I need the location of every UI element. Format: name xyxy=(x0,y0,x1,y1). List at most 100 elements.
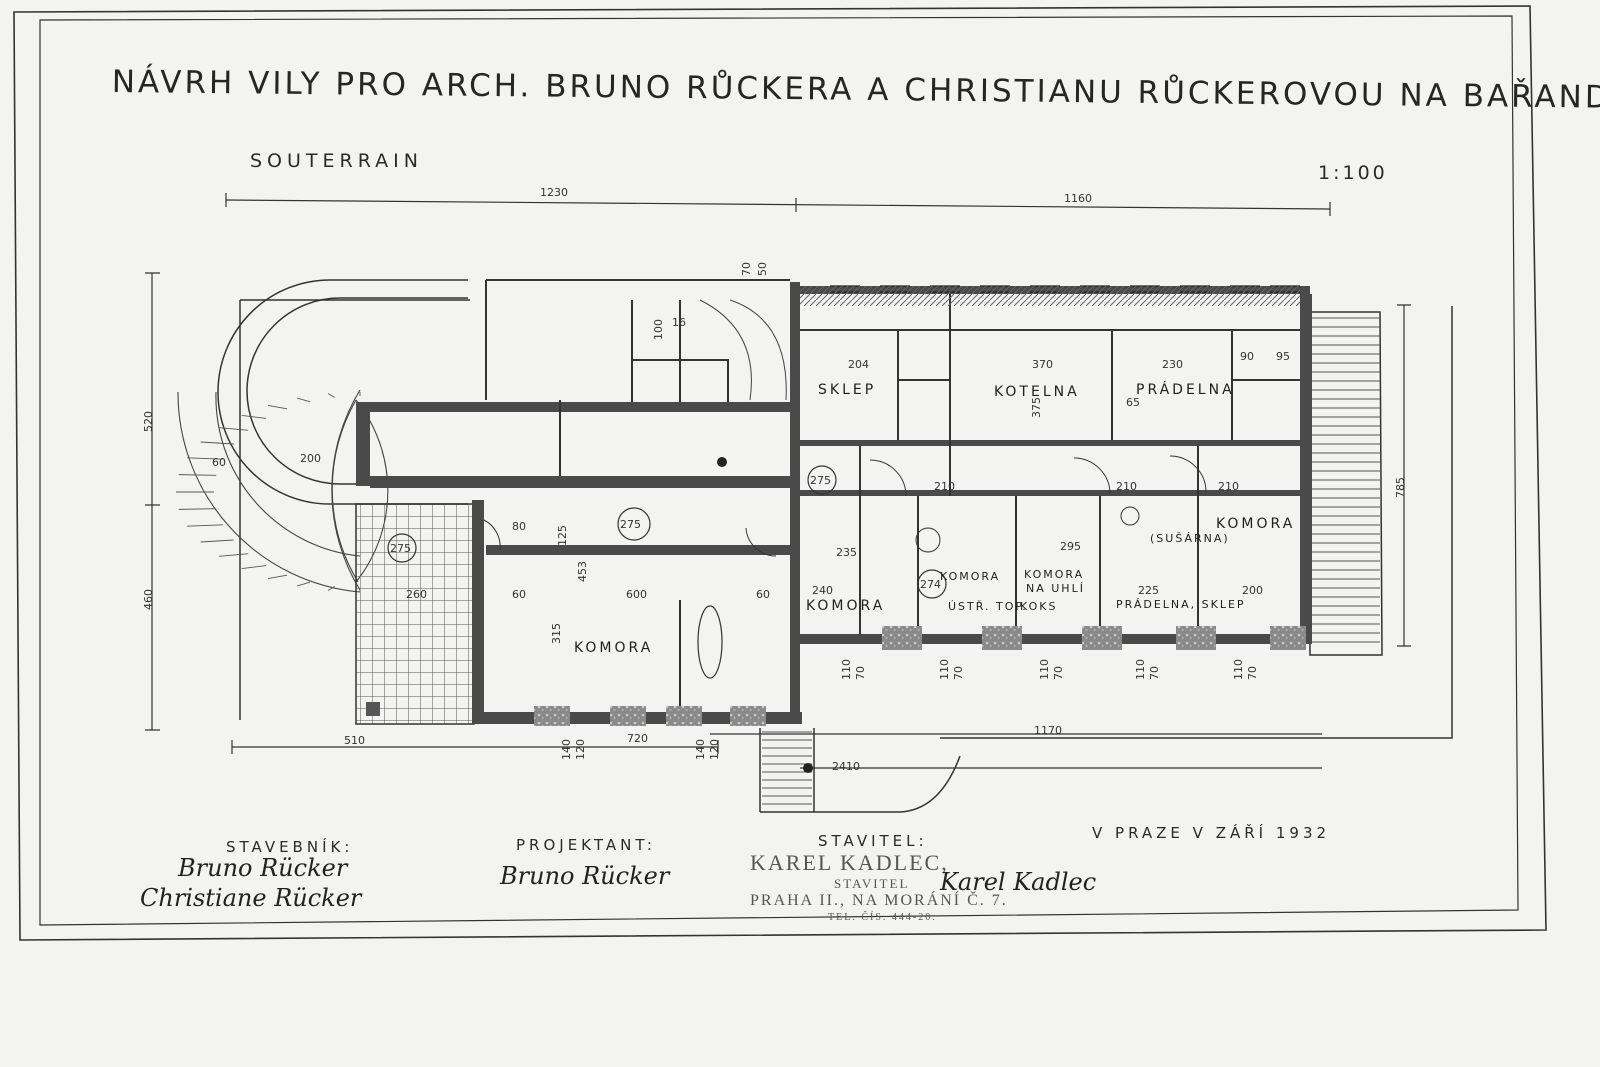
room-koks: KOKS xyxy=(1020,600,1058,613)
dim-235: 235 xyxy=(836,546,857,559)
stair-tread xyxy=(327,586,335,591)
room-komora-uhli: KOMORA xyxy=(1024,568,1085,581)
dim-370: 370 xyxy=(1032,358,1053,371)
dim-230: 230 xyxy=(1162,358,1183,371)
fixture-circle xyxy=(1120,506,1140,526)
dim-120-b: 120 xyxy=(708,739,721,760)
dim-2410: 2410 xyxy=(832,760,860,773)
dim-720: 720 xyxy=(627,732,648,745)
column-marker xyxy=(717,457,727,467)
room-pradelna: PRÁDELNA xyxy=(1136,382,1235,398)
stamp-phone: TEL. ČÍS. 444-20. xyxy=(828,912,937,923)
room-komora-mid: KOMORA xyxy=(806,598,886,614)
room-komora-susarna-note: (SUŠÁRNA) xyxy=(1150,532,1230,545)
floor-label: SOUTERRAIN xyxy=(250,150,423,172)
level-275-c: 275 xyxy=(810,474,831,487)
stamp-role: STAVITEL xyxy=(834,876,910,891)
room-ustr-top: ÚSTŘ. TOP. xyxy=(948,600,1028,613)
level-275-b: 275 xyxy=(390,542,411,555)
dim-460: 460 xyxy=(142,589,155,610)
fixture-circle xyxy=(915,527,941,553)
tiled-terrace xyxy=(355,503,475,725)
stair-tread xyxy=(296,397,311,403)
dim-60-a: 60 xyxy=(212,456,226,469)
level-274: 274 xyxy=(920,578,941,591)
dim-200: 200 xyxy=(300,452,321,465)
stamp-name: KAREL KADLEC, xyxy=(750,850,949,875)
stair-treads xyxy=(176,392,361,592)
room-kotelna: KOTELNA xyxy=(994,384,1080,400)
door-swings xyxy=(483,455,1207,557)
dim-375: 375 xyxy=(1030,397,1043,418)
dim-295: 295 xyxy=(1060,540,1081,553)
stair-tread xyxy=(178,474,217,476)
dim-204: 204 xyxy=(848,358,869,371)
dim-140-b: 140 xyxy=(694,739,707,760)
room-komora-susarna: KOMORA xyxy=(1216,516,1296,532)
stair-tread xyxy=(219,553,249,557)
dim-16: 16 xyxy=(672,316,686,329)
dim-140-a: 140 xyxy=(560,739,573,760)
dim-200-right: 200 xyxy=(1242,584,1263,597)
place-date: V PRAZE V ZÁŘÍ 1932 xyxy=(1092,824,1331,842)
stair-tread xyxy=(200,441,234,445)
level-275-a: 275 xyxy=(620,518,641,531)
builder-signature-1: Bruno Rücker xyxy=(178,854,348,882)
dim-110-e: 110 xyxy=(1232,659,1245,680)
dim-110-b: 110 xyxy=(938,659,951,680)
dim-210-a: 210 xyxy=(934,480,955,493)
dim-70-e: 70 xyxy=(1246,666,1259,680)
designer-label: PROJEKTANT: xyxy=(516,836,656,854)
sheet-border xyxy=(13,5,1547,941)
dim-110-c: 110 xyxy=(1038,659,1051,680)
stair-tread xyxy=(267,404,288,410)
partitions xyxy=(485,279,1300,712)
dim-65: 65 xyxy=(1126,396,1140,409)
dim-240: 240 xyxy=(812,584,833,597)
dim-60-c: 60 xyxy=(756,588,770,601)
dim-315: 315 xyxy=(550,623,563,644)
terrace-outline xyxy=(217,279,1453,813)
stair-tread xyxy=(219,427,249,431)
stair-tread xyxy=(187,524,223,527)
stair-tread xyxy=(267,574,288,580)
dim-225: 225 xyxy=(1138,584,1159,597)
dim-125: 125 xyxy=(556,525,569,546)
dim-210-b: 210 xyxy=(1116,480,1137,493)
outer-walls xyxy=(356,282,1312,724)
scale-label: 1:100 xyxy=(1318,162,1388,184)
dim-60-b: 60 xyxy=(512,588,526,601)
room-komora-small: KOMORA xyxy=(940,570,1001,583)
stair-tread xyxy=(296,581,311,587)
stair-tread xyxy=(200,539,234,543)
contractor-label: STAVITEL: xyxy=(818,832,928,850)
lightwell-hatch xyxy=(800,286,1300,306)
stair-tread xyxy=(178,508,217,510)
dim-95: 95 xyxy=(1276,350,1290,363)
dim-260: 260 xyxy=(406,588,427,601)
dim-70-b: 70 xyxy=(952,666,965,680)
stair-tread xyxy=(241,565,267,570)
dim-1170: 1170 xyxy=(1034,724,1062,737)
dim-453: 453 xyxy=(576,561,589,582)
dim-70-c: 70 xyxy=(1052,666,1065,680)
windows xyxy=(534,626,1306,726)
room-komora-uhli-note: NA UHLÍ xyxy=(1026,582,1085,595)
dim-110-a: 110 xyxy=(840,659,853,680)
dim-110-d: 110 xyxy=(1134,659,1147,680)
dim-520: 520 xyxy=(142,411,155,432)
stair-tread xyxy=(241,414,267,419)
dim-510: 510 xyxy=(344,734,365,747)
stair-tread xyxy=(327,393,335,398)
dim-120-a: 120 xyxy=(574,739,587,760)
room-sklep: SKLEP xyxy=(818,382,877,398)
dim-100: 100 xyxy=(652,319,665,340)
stair-tread xyxy=(187,457,223,460)
entry-steps xyxy=(762,731,812,805)
dim-1230: 1230 xyxy=(540,186,568,199)
room-pradelna-sklep: PRÁDELNA, SKLEP xyxy=(1116,598,1246,611)
stamp-address: PRAHA II., NA MORÁNÍ Č. 7. xyxy=(750,892,1008,909)
level-markers xyxy=(387,465,947,599)
